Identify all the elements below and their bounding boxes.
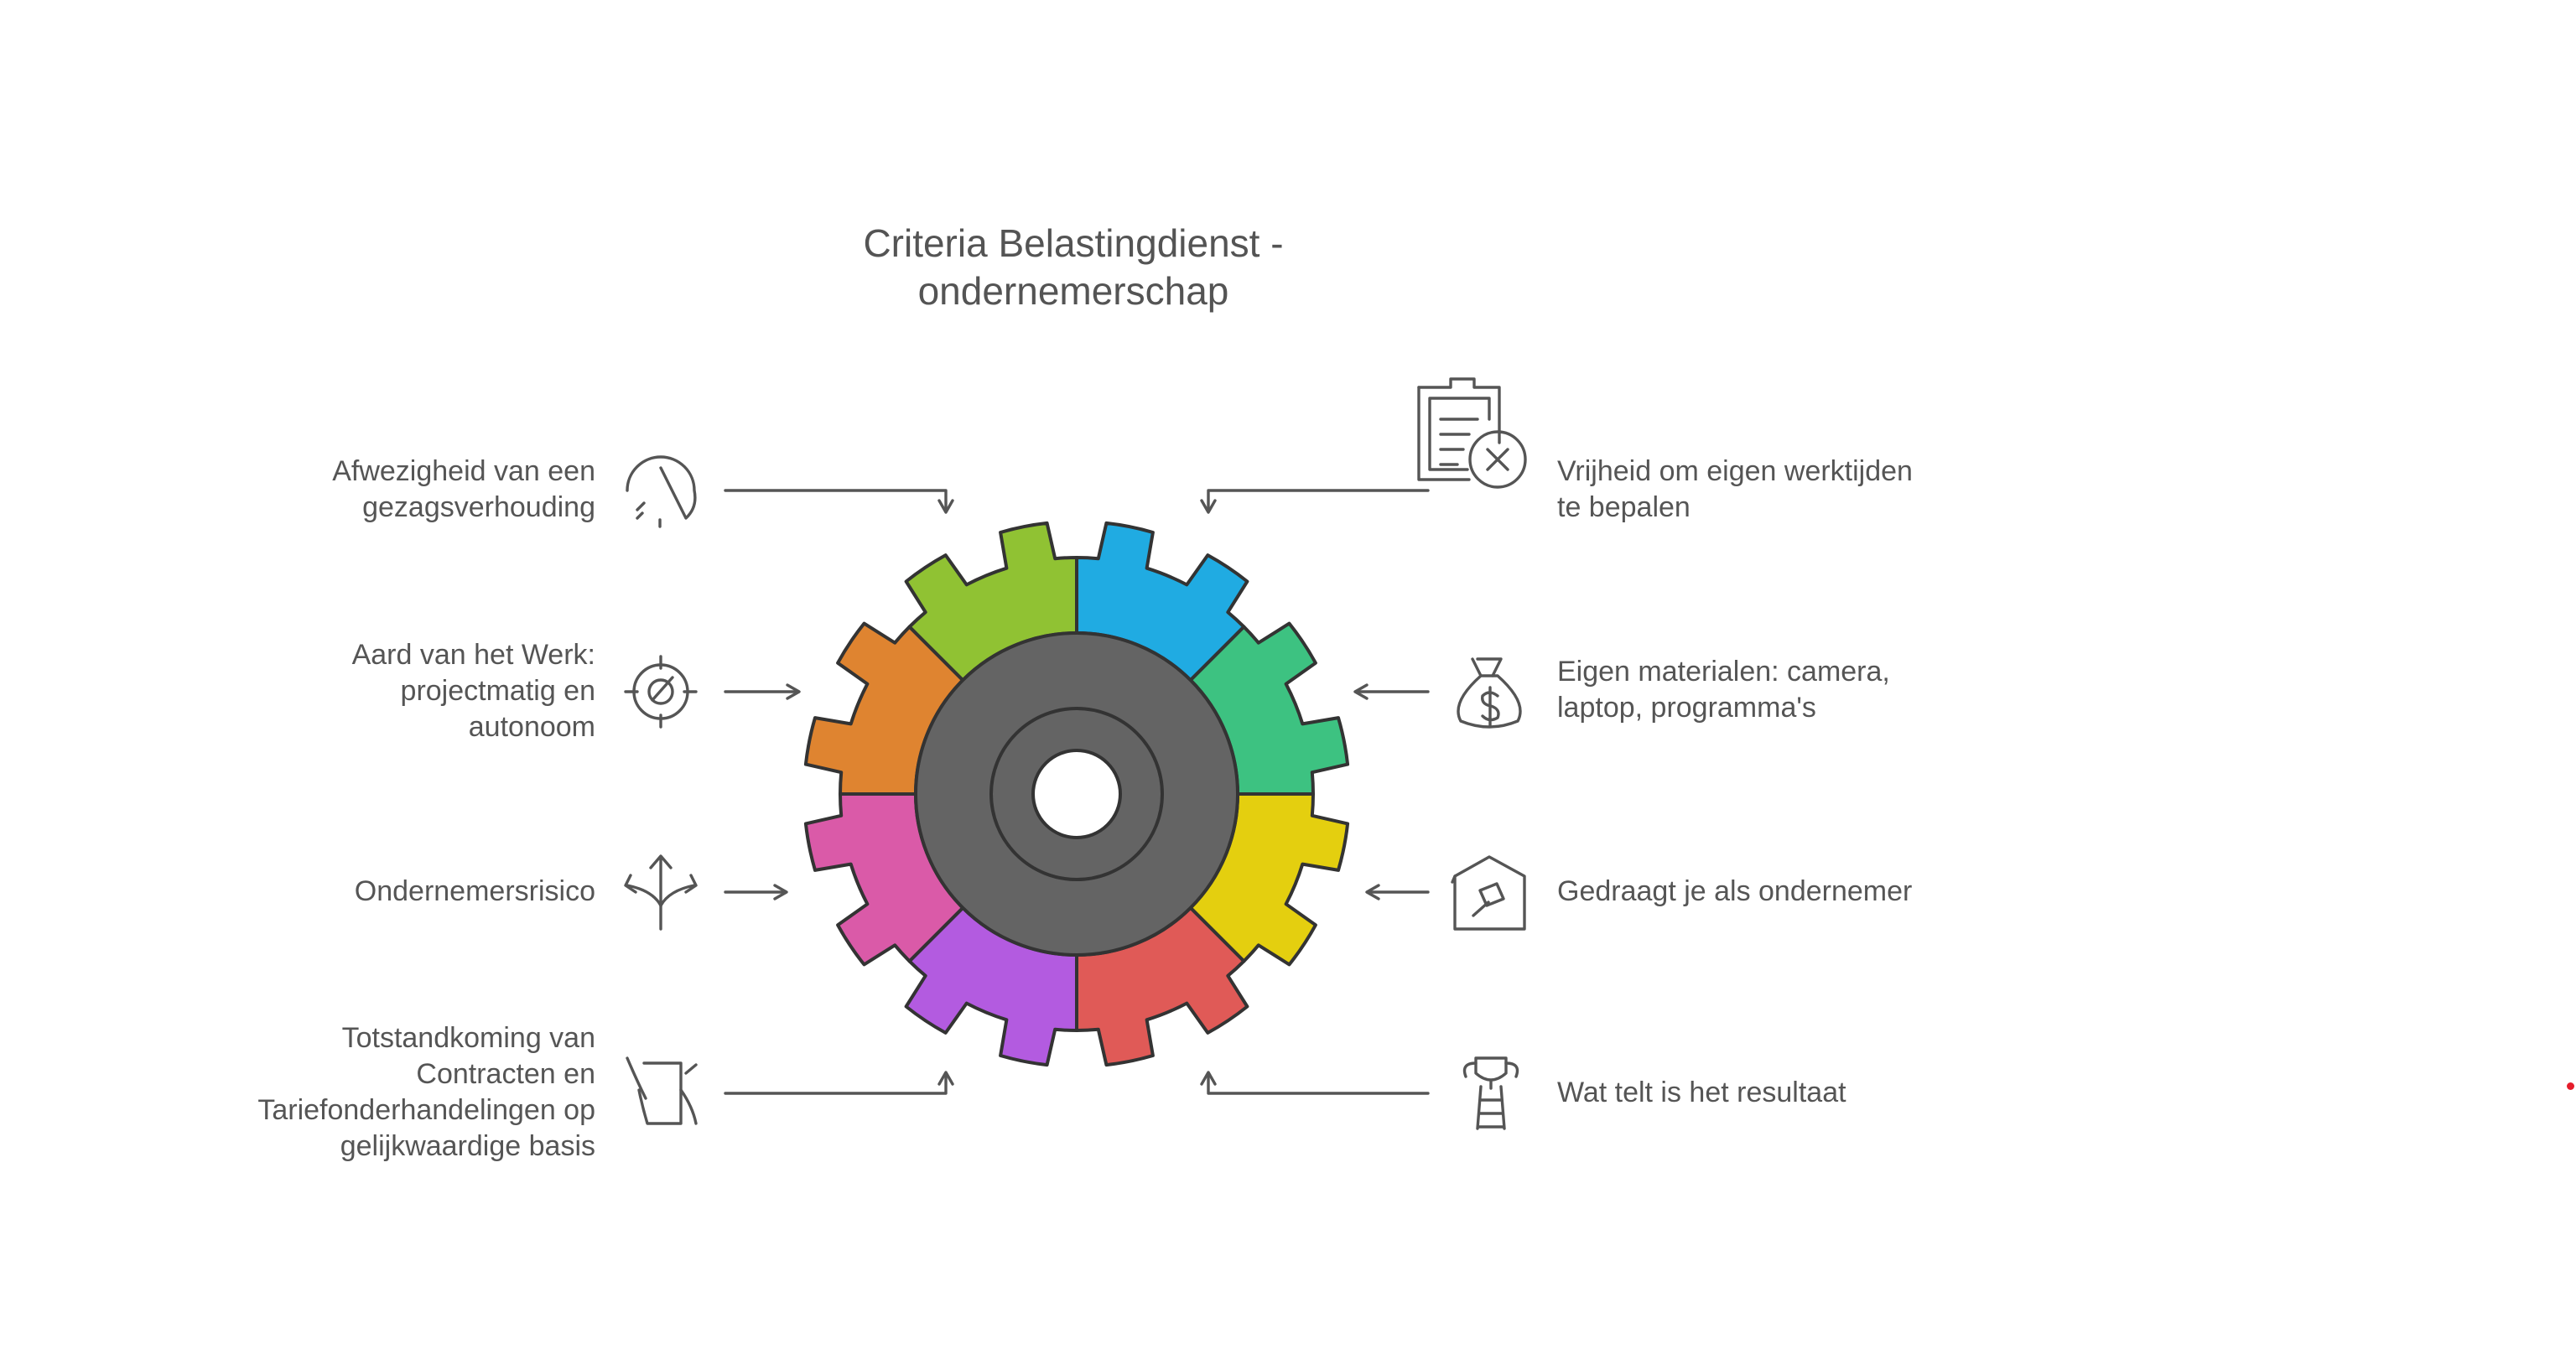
criterion-right-4: Wat telt is het resultaat <box>1557 1075 1846 1111</box>
target-compass-icon <box>624 655 698 729</box>
signing-contract-icon <box>626 1056 698 1125</box>
criterion-left-2-line-1: Aard van het Werk: <box>351 639 595 671</box>
trophy-ladder-icon <box>1462 1056 1519 1130</box>
criterion-right-3: Gedraagt je als ondernemer <box>1557 874 1912 910</box>
arrow-left-1 <box>724 489 954 514</box>
gear <box>803 521 1350 1067</box>
criterion-left-2: Aard van het Werk: projectmatig en auton… <box>352 637 595 745</box>
criterion-right-1: Vrijheid om eigen werktijden te bepalen <box>1557 454 1913 526</box>
criterion-left-4-line-4: gelijkwaardige basis <box>340 1130 595 1162</box>
criterion-left-4-line-1: Totstandkoming van <box>341 1022 595 1054</box>
arrow-left-4 <box>724 1071 954 1095</box>
criterion-left-2-line-2: projectmatig en <box>400 675 595 707</box>
dome-umbrella-icon <box>626 455 697 528</box>
criterion-right-4-line-1: Wat telt is het resultaat <box>1557 1077 1846 1108</box>
criterion-right-3-line-1: Gedraagt je als ondernemer <box>1557 875 1913 907</box>
criterion-left-1-line-1: Afwezigheid van een <box>332 455 595 487</box>
criterion-right-1-line-1: Vrijheid om eigen werktijden <box>1557 455 1913 487</box>
diagram-title: Criteria Belastingdienst - ondernemersch… <box>755 220 1392 315</box>
criterion-left-4-line-3: Tariefonderhandelingen op <box>257 1094 595 1126</box>
criterion-left-1: Afwezigheid van een gezagsverhouding <box>332 454 595 526</box>
title-line-2: ondernemerschap <box>917 269 1229 313</box>
criterion-left-4-line-2: Contracten en <box>416 1058 595 1090</box>
cursor-dot <box>2567 1082 2574 1090</box>
money-bag-icon <box>1457 657 1522 729</box>
criterion-left-4: Totstandkoming van Contracten en Tariefo… <box>257 1020 595 1165</box>
clipboard-cancel-icon <box>1417 377 1527 489</box>
criterion-left-3: Ondernemersrisico <box>355 874 595 910</box>
criterion-right-1-line-2: te bepalen <box>1557 491 1690 523</box>
arrow-right-4 <box>1200 1071 1430 1095</box>
criterion-left-2-line-3: autonoom <box>468 711 595 743</box>
criterion-left-3-line-1: Ondernemersrisico <box>354 875 595 907</box>
connector-arrows <box>724 489 1430 1095</box>
house-hammer-icon <box>1451 855 1526 931</box>
criterion-right-2-line-1: Eigen materialen: camera, <box>1557 656 1890 688</box>
criterion-right-2: Eigen materialen: camera, laptop, progra… <box>1557 654 1890 726</box>
title-line-1: Criteria Belastingdienst - <box>863 221 1284 265</box>
arrow-right-1 <box>1200 489 1430 514</box>
criterion-right-2-line-2: laptop, programma's <box>1557 692 1816 724</box>
gear-center-hole <box>1031 749 1122 839</box>
branching-arrows-icon <box>624 854 698 931</box>
criterion-left-1-line-2: gezagsverhouding <box>362 491 595 523</box>
